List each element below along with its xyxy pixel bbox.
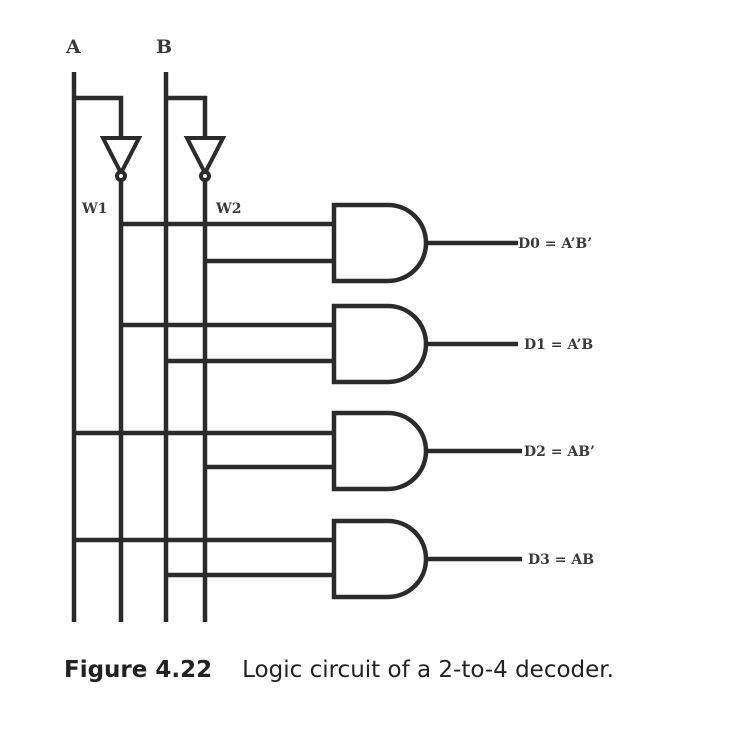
and-gate-1 bbox=[331, 303, 429, 385]
and-gate-2 bbox=[331, 410, 429, 492]
wire-label-w2: W2 bbox=[215, 201, 241, 217]
wire-label-w1: W1 bbox=[81, 201, 107, 217]
inverter-a bbox=[99, 136, 143, 182]
inverter-b bbox=[183, 136, 227, 182]
figure-number: Figure 4.22 bbox=[64, 657, 213, 683]
input-label-a: A bbox=[65, 36, 81, 58]
branch-b-to-inverter bbox=[166, 95, 208, 138]
output-label-d3: D3 = AB bbox=[528, 552, 594, 568]
and-gate-0 bbox=[331, 202, 429, 284]
output-label-d1: D1 = A’B bbox=[524, 337, 593, 353]
branch-a-to-inverter bbox=[74, 95, 124, 138]
output-label-d2: D2 = AB’ bbox=[524, 444, 595, 460]
figure-caption-text: Logic circuit of a 2-to-4 decoder. bbox=[242, 657, 614, 683]
figure-caption: Figure 4.22 Logic circuit of a 2-to-4 dec… bbox=[64, 657, 614, 683]
input-label-b: B bbox=[156, 36, 172, 58]
output-label-d0: D0 = A’B’ bbox=[518, 236, 592, 252]
and-gate-3 bbox=[331, 518, 429, 600]
